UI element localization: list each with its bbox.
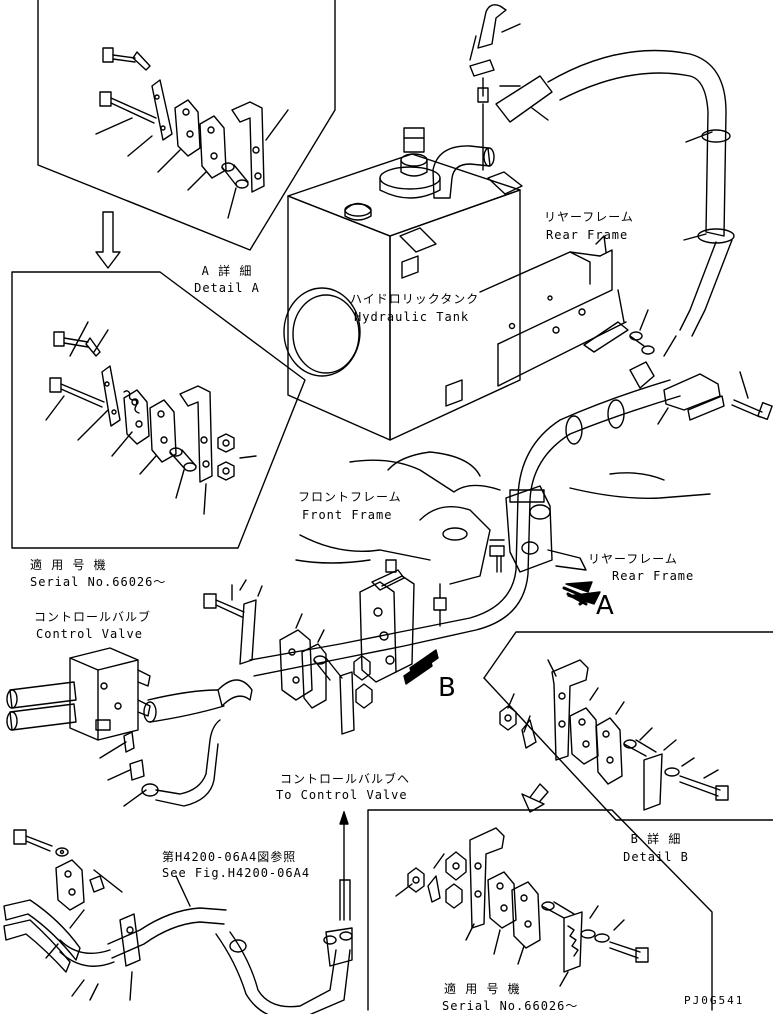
lower-left-parts <box>3 829 353 1014</box>
detail-a-arrow <box>95 211 121 269</box>
to-control-valve-label-en: To Control Valve <box>276 788 408 802</box>
to-control-valve-leader <box>339 811 349 881</box>
drawing-code: PJ0G541 <box>684 994 745 1007</box>
clamp-b-left-parts <box>203 579 373 735</box>
detail-a-strap <box>151 79 173 141</box>
serial-a-label-en: Serial No.66026～ <box>30 575 167 589</box>
see-fig-label-en: See Fig.H4200-06A4 <box>162 866 311 880</box>
main-hose <box>249 379 681 677</box>
detail-b-panel <box>483 631 773 821</box>
detail-a-label-en: Detail A <box>194 281 260 295</box>
view-a-label: A <box>596 591 614 621</box>
rear-frame-label-jp: リヤーフレーム <box>544 210 634 224</box>
detail-a-panel <box>37 0 336 251</box>
rear-clamp-bolt <box>731 399 773 420</box>
control-valve-label-en: Control Valve <box>36 627 143 641</box>
serial-a-strap <box>101 365 121 427</box>
view-b-label: B <box>438 673 456 703</box>
clamp-b-assembly <box>353 559 447 685</box>
rear-frame-lower-label-en: Rear Frame <box>612 569 695 583</box>
left-bolt <box>203 593 245 618</box>
serial-a-bracket <box>179 385 213 483</box>
rear-frame-label-en: Rear Frame <box>546 228 629 242</box>
to-control-valve-label-jp: コントロールバルブヘ <box>280 772 411 786</box>
hydraulic-tank <box>283 127 523 441</box>
detail-b-arrow <box>521 783 549 813</box>
serial-a-clamp-lower <box>149 399 177 463</box>
breather-hose <box>469 4 735 337</box>
detail-a-bracket <box>231 101 265 193</box>
detail-a-bolt-long <box>99 91 157 124</box>
serial-b-panel <box>367 809 713 1011</box>
serial-a-label-jp: 適 用 号 機 <box>30 558 107 572</box>
detail-a-collar <box>221 162 249 189</box>
serial-a-nuts <box>217 433 235 481</box>
control-valve-label-jp: コントロールバルブ <box>34 610 152 624</box>
front-frame-label-jp: フロントフレーム <box>298 490 402 504</box>
detail-a-clamp-upper <box>174 99 201 157</box>
rear-frame-upper <box>479 235 627 387</box>
front-bolt <box>489 539 505 573</box>
control-valve <box>6 647 225 807</box>
rear-clamp-parts <box>583 289 773 425</box>
serial-a-spring <box>123 390 140 414</box>
hydraulic-tank-label-jp: ハイドロリックタンク <box>350 292 480 306</box>
front-frame-label-en: Front Frame <box>302 508 393 522</box>
serial-detail-panel <box>11 271 306 549</box>
tank-filler-neck <box>379 127 441 199</box>
front-frame <box>295 451 711 585</box>
rear-frame-lower-label-jp: リヤーフレーム <box>588 552 678 566</box>
detail-a-bolt-small <box>102 47 151 71</box>
detail-a-label-jp: A 詳 細 <box>201 264 253 278</box>
serial-a-collar <box>169 447 197 472</box>
serial-a-bolt-long <box>49 377 105 408</box>
hydraulic-tank-label-en: Hydraulic Tank <box>354 310 470 324</box>
see-fig-label-jp: 第H4200-06A4図参照 <box>162 850 297 864</box>
detail-b-label-jp: B 詳 細 <box>630 832 682 846</box>
lower-left-bolt <box>13 829 53 852</box>
control-valve-spools <box>6 681 77 731</box>
detail-a-clamp-lower <box>199 115 227 179</box>
tank-elbow-hose <box>432 145 495 199</box>
serial-b-label-en: Serial No.66026～ <box>442 999 579 1013</box>
view-a-arrow <box>562 586 590 606</box>
serial-a-clamp-upper <box>123 389 150 445</box>
serial-b-label-jp: 適 用 号 機 <box>444 982 521 996</box>
detail-b-label-en: Detail B <box>623 850 689 864</box>
